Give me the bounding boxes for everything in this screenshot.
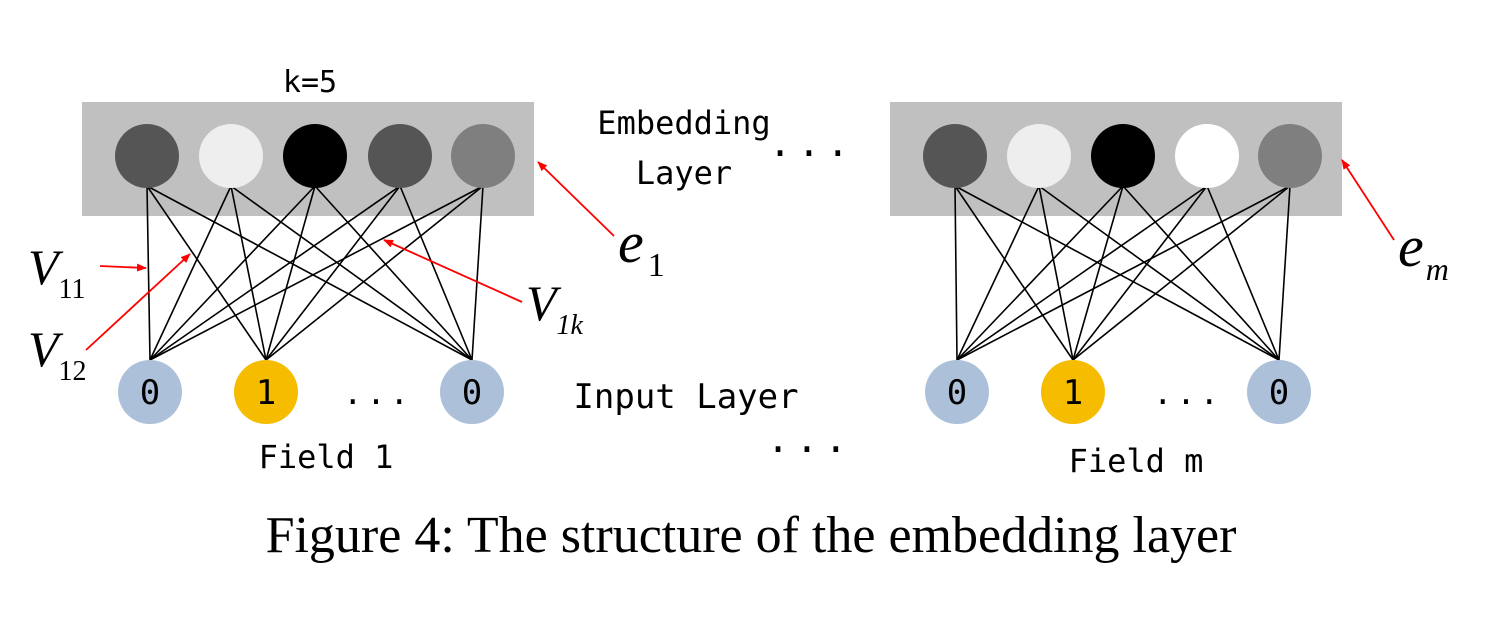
field-1-name: Field 1 xyxy=(259,438,394,476)
connection-line xyxy=(265,185,401,361)
embedding-node xyxy=(283,124,347,188)
input-node-value: 0 xyxy=(1269,373,1289,413)
connection-line xyxy=(956,185,1124,361)
input-node-value: 0 xyxy=(947,373,967,413)
connection-line xyxy=(230,185,267,361)
input-node: 1 xyxy=(234,360,298,424)
caption-text: The structure of the embedding layer xyxy=(466,507,1237,564)
connection-line xyxy=(146,185,151,361)
field-1-input-nodes: 0 1 0 xyxy=(118,360,504,424)
arrow-v1k xyxy=(383,239,523,303)
connection-line xyxy=(399,185,473,361)
field-m-name: Field m xyxy=(1069,442,1204,480)
arrow-e1 xyxy=(537,161,615,237)
connection-line xyxy=(471,185,484,361)
connection-line xyxy=(1122,185,1280,361)
input-node-value: 0 xyxy=(140,373,160,413)
embedding-layer-label-line1: Embedding xyxy=(597,104,770,142)
input-node-value: 1 xyxy=(256,373,276,413)
field-m-input-ellipsis: ... xyxy=(1153,374,1223,412)
embedding-node xyxy=(368,124,432,188)
connection-line xyxy=(314,185,473,361)
connection-line xyxy=(1278,185,1291,361)
field-1-embedding-nodes xyxy=(115,124,515,188)
connection-line xyxy=(1072,185,1291,361)
field-m-input-nodes: 0 1 0 xyxy=(925,360,1311,424)
arrow-v12 xyxy=(85,253,191,351)
connection-line xyxy=(956,185,1040,361)
embedding-node xyxy=(115,124,179,188)
input-node-circle xyxy=(1041,360,1105,424)
embedding-node xyxy=(1258,124,1322,188)
connection-line xyxy=(1206,185,1280,361)
k-label: k=5 xyxy=(283,65,337,100)
embedding-node xyxy=(1091,124,1155,188)
input-node-circle xyxy=(925,360,989,424)
ellipsis-top: ... xyxy=(769,121,856,165)
connection-line xyxy=(954,185,1074,361)
embedding-layer-label-line2: Layer xyxy=(636,154,732,192)
connection-line xyxy=(230,185,473,361)
field-m-connections xyxy=(954,185,1291,361)
connection-line xyxy=(1038,185,1074,361)
field-1-group: 0 1 0 xyxy=(82,102,534,424)
field-1-connections xyxy=(146,185,484,361)
connection-line xyxy=(149,185,401,361)
embedding-node xyxy=(199,124,263,188)
input-node-value: 1 xyxy=(1063,373,1083,413)
connection-line xyxy=(265,185,484,361)
v11-label: V11 xyxy=(28,239,86,305)
input-node: 0 xyxy=(1247,360,1311,424)
ellipsis-bottom: ... xyxy=(767,417,854,461)
connection-line xyxy=(1072,185,1124,361)
arrow-v11 xyxy=(99,263,147,272)
connection-line xyxy=(149,185,484,361)
input-layer-label: Input Layer xyxy=(573,377,798,417)
input-node: 0 xyxy=(118,360,182,424)
v1k-label: V1k xyxy=(526,275,584,341)
field-m-group: 0 1 0 xyxy=(890,102,1342,424)
input-node: 1 xyxy=(1041,360,1105,424)
connection-line xyxy=(954,185,958,361)
connection-line xyxy=(146,185,267,361)
input-node-circle xyxy=(1247,360,1311,424)
input-node-value: 0 xyxy=(462,373,482,413)
input-node-circle xyxy=(440,360,504,424)
connection-line xyxy=(956,185,1208,361)
arrow-em xyxy=(1341,159,1395,241)
annotation-arrows xyxy=(85,159,1395,351)
embedding-node xyxy=(1007,124,1071,188)
connection-line xyxy=(1072,185,1208,361)
input-node-circle xyxy=(234,360,298,424)
embedding-node xyxy=(923,124,987,188)
figure-caption: Figure 4: The structure of the embedding… xyxy=(0,506,1502,565)
connection-line xyxy=(149,185,316,361)
connection-line xyxy=(1038,185,1280,361)
input-node-circle xyxy=(118,360,182,424)
connection-line xyxy=(146,185,473,361)
v12-label: V12 xyxy=(28,321,87,387)
connection-line xyxy=(265,185,316,361)
connection-line xyxy=(956,185,1291,361)
connection-line xyxy=(954,185,1280,361)
field-1-input-ellipsis: ... xyxy=(343,374,413,412)
embedding-node xyxy=(451,124,515,188)
input-node: 0 xyxy=(925,360,989,424)
embedding-node xyxy=(1175,124,1239,188)
connection-line xyxy=(149,185,232,361)
caption-label: Figure 4: xyxy=(265,507,455,564)
em-label: em xyxy=(1398,214,1449,287)
field-m-embedding-nodes xyxy=(923,124,1322,188)
input-node: 0 xyxy=(440,360,504,424)
